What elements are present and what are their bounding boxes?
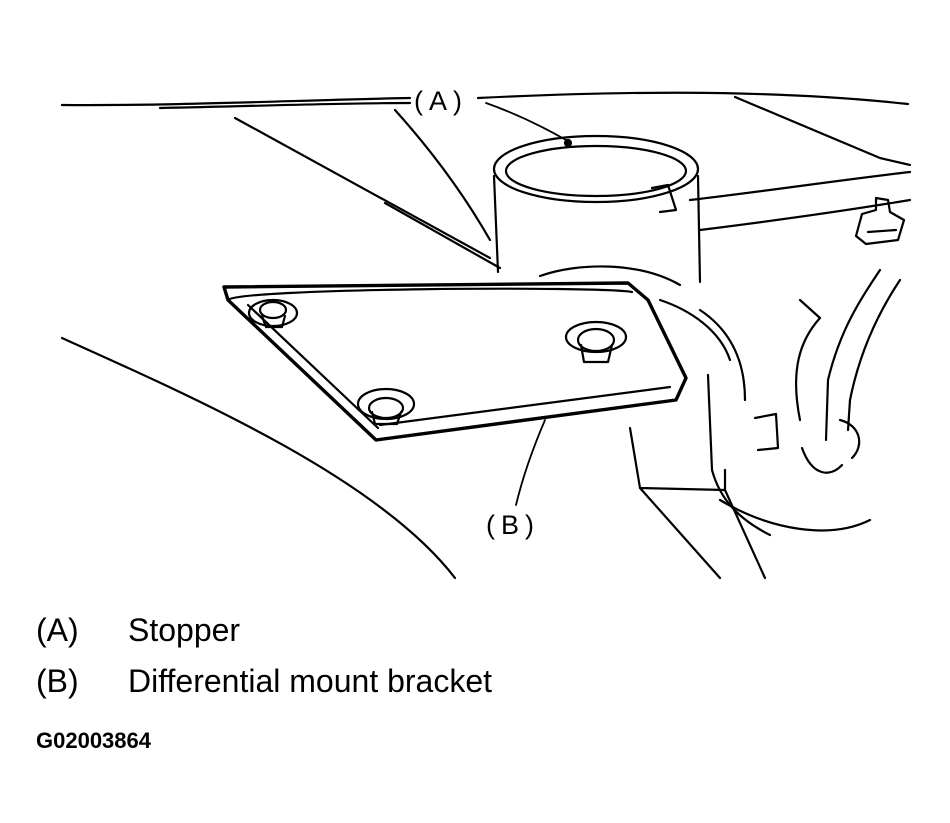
- callout-b-label: (B): [486, 510, 540, 540]
- legend-key-a: (A): [36, 612, 79, 648]
- callout-a-label: (A): [414, 86, 468, 116]
- legend-text-b: Differential mount bracket: [128, 663, 493, 699]
- legend: (A) Stopper (B) Differential mount brack…: [36, 612, 492, 714]
- mount-illustration: [60, 91, 912, 580]
- legend-key-b: (B): [36, 663, 79, 699]
- legend-row-a: (A) Stopper: [36, 612, 492, 663]
- legend-row-b: (B) Differential mount bracket: [36, 663, 492, 714]
- legend-text-a: Stopper: [128, 612, 241, 648]
- figure-code: G02003864: [36, 728, 151, 753]
